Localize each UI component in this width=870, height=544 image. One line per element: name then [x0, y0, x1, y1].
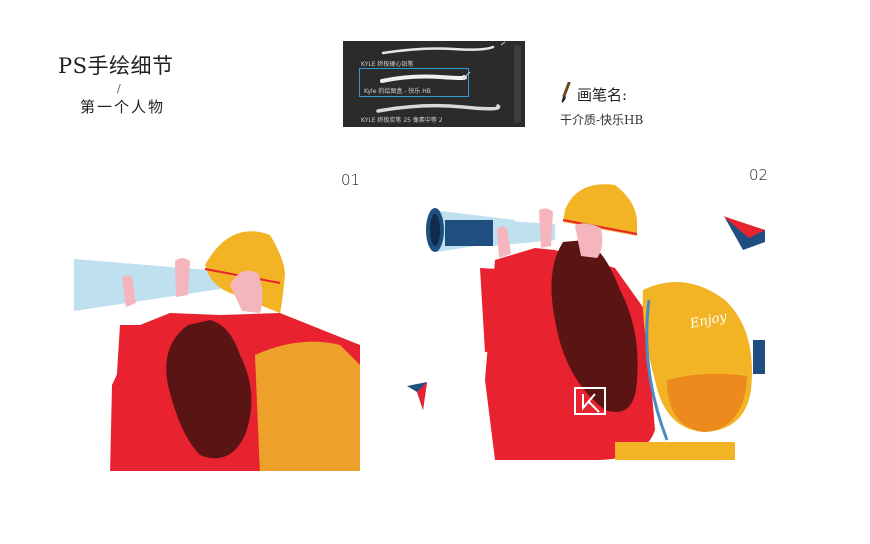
bag-bottom [615, 442, 735, 460]
stage-number-1: 01 [341, 171, 361, 189]
brush-preset-label: KYLE 终极炭笔 25 像素中等 2 [361, 117, 443, 124]
hand [122, 275, 136, 307]
hand [497, 226, 511, 258]
light-beam [74, 259, 220, 311]
sleeve [480, 268, 520, 352]
hand [539, 208, 553, 248]
brush-preset-item[interactable]: KYLE 终极硬心铅笔 [343, 41, 511, 69]
telescope [426, 208, 555, 252]
stage-number-2: 02 [749, 166, 769, 184]
page-subtitle: 第一个人物 [80, 98, 166, 116]
backpack [255, 341, 360, 471]
illustration-stage-2: Enjoy [407, 184, 765, 460]
brush-stroke-preview [381, 41, 506, 55]
face [230, 270, 263, 313]
hair [166, 320, 252, 459]
brush-icon [561, 82, 571, 103]
backpack: Enjoy [642, 282, 765, 441]
brush-name-heading: 画笔名: [577, 86, 628, 104]
sleeve [115, 325, 148, 405]
panel-scrollbar[interactable] [514, 45, 521, 123]
brush-preset-label: Kyle 的绘图盒 - 快乐 HB [364, 88, 431, 95]
brush-name-value: 干介质-快乐HB [560, 113, 644, 127]
hand [175, 258, 190, 297]
title-divider: / [117, 82, 121, 95]
brush-stroke-preview [380, 74, 467, 83]
pencil-icon [462, 71, 471, 80]
face [575, 223, 603, 258]
hair [551, 240, 638, 412]
illustration-stage-1 [74, 231, 360, 471]
page-title: PS手绘细节 [58, 54, 174, 78]
brush-stroke-preview [376, 103, 501, 113]
brush-preset-label: KYLE 终极硬心铅笔 [361, 61, 414, 68]
chest-logo [574, 387, 606, 415]
brush-preset-panel: KYLE 终极硬心铅笔 Kyle 的绘图盒 - 快乐 HB KYLE 终极炭笔 … [343, 41, 525, 127]
brush-preset-item-selected[interactable]: Kyle 的绘图盒 - 快乐 HB [359, 68, 469, 97]
brush-preset-item[interactable]: KYLE 终极炭笔 25 像素中等 2 [343, 97, 511, 125]
